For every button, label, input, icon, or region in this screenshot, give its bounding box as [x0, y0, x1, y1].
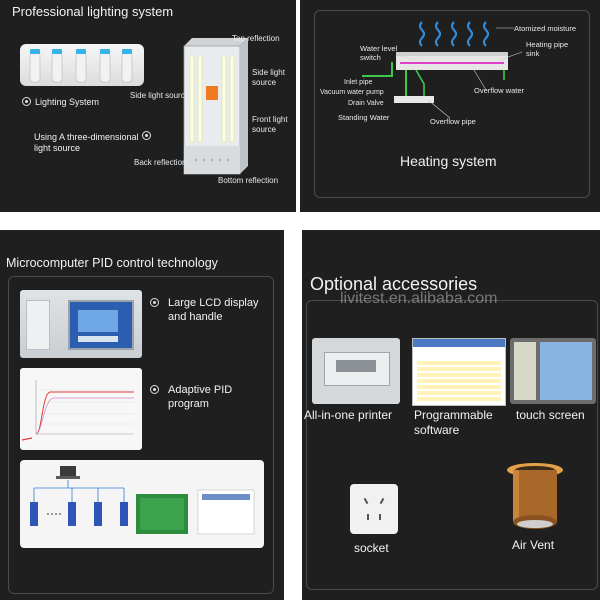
watermark: livitest.en.alibaba.com [340, 290, 498, 307]
accessories-frame [306, 300, 598, 590]
side-light-source-left-label: Side light source [130, 91, 190, 100]
touch-screen-image [510, 338, 596, 404]
three-dimensional-caption: Using A three-dimensional light source [34, 132, 139, 154]
printer-image [312, 338, 400, 404]
pid-frame [8, 276, 274, 594]
heating-pipe-sink-label: Heating pipe sink [526, 40, 569, 58]
overflow-pipe-label: Overflow pipe [430, 117, 476, 126]
back-reflection-label: Back reflection [134, 158, 187, 167]
heating-diagram [362, 21, 523, 119]
side-light-source-right-label: Side light source [252, 68, 285, 87]
vacuum-water-pump-label: Vacuum water pump [320, 89, 384, 96]
bullet-icon [150, 385, 159, 394]
bullet-icon [142, 131, 151, 140]
touch-screen-label: touch screen [516, 408, 585, 422]
overflow-water-label: Overflow water [474, 86, 525, 95]
lighting-system-label: Lighting System [35, 97, 100, 107]
lcd-screen [68, 300, 134, 350]
standing-water-label: Standing Water [338, 113, 390, 122]
accessories-title: Optional accessories [310, 274, 478, 294]
lighting-system-caption: Lighting System [22, 96, 99, 108]
adaptive-label: Adaptive PID program [168, 384, 233, 410]
socket-outlet-icon [363, 497, 385, 520]
handle [26, 300, 50, 350]
bullet-icon [22, 97, 31, 106]
inlet-pipe-label: Inlet pipe [344, 79, 373, 86]
pid-control-panel: Microcomputer PID control technology Lar… [0, 230, 284, 600]
drain-valve-label: Drain Valve [348, 100, 384, 107]
pid-title: Microcomputer PID control technology [6, 256, 218, 270]
atomized-moisture-label: Atomized moisture [514, 24, 577, 33]
socket-label: socket [354, 541, 389, 555]
lamp-photo [20, 44, 144, 86]
pid-temperature-chart [21, 380, 134, 441]
accessories-panel: Optional accessories All-in-one printer … [302, 230, 600, 600]
lcd-device-image [20, 290, 142, 358]
socket-image [350, 484, 398, 534]
adaptive-caption [150, 384, 163, 398]
network-card [20, 460, 264, 548]
front-light-source-label: Front light source [252, 115, 288, 134]
programmable-label: Programmable software [414, 408, 493, 437]
heating-frame [314, 10, 590, 198]
lighting-system-panel: Professional lighting system Lighting Sy… [0, 0, 296, 212]
water-level-switch-label: Water level switch [360, 44, 398, 62]
heating-system-panel: Atomized moisture Water level switch Hea… [300, 0, 600, 212]
software-screenshot [412, 338, 506, 406]
fluorescent-lamps-illustration [29, 49, 133, 83]
lcd-caption [150, 297, 163, 311]
network-diagram [30, 466, 255, 535]
pid-chart-card [20, 368, 142, 450]
lighting-title: Professional lighting system [12, 4, 174, 19]
light-cabinet-illustration [183, 38, 248, 175]
air-vent-icon [507, 463, 563, 529]
heating-title: Heating system [400, 153, 497, 169]
bullet-icon [150, 298, 159, 307]
air-vent-label: Air Vent [512, 538, 555, 552]
top-reflection-label: Top reflection [232, 34, 280, 43]
bottom-reflection-label: Bottom reflection [218, 176, 279, 185]
lcd-label: Large LCD display and handle [168, 297, 259, 323]
printer-label: All-in-one printer [304, 408, 393, 422]
